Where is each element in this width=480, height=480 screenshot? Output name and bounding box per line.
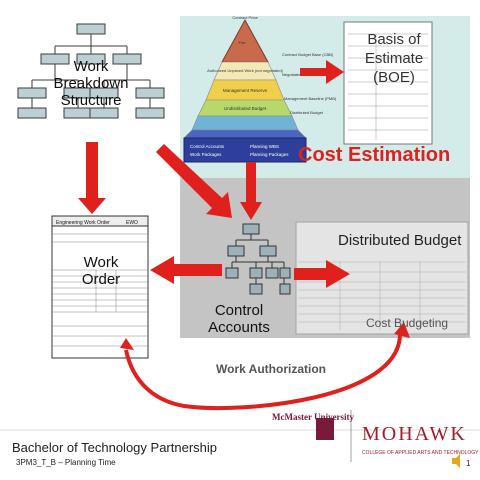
pyramid-tier-label: Planning Packages <box>250 152 289 157</box>
wbs-label: Work Breakdown Structure <box>53 58 129 109</box>
arrow-wbs-to-work-order <box>78 142 106 214</box>
boe-label: Basis of Estimate (BOE) <box>364 31 424 86</box>
arrow-pyramid-to-control-accounts <box>240 162 262 220</box>
flow-arrows <box>78 60 410 411</box>
page-number: 1 <box>466 459 471 468</box>
wbs-org-chart <box>31 34 151 108</box>
mcmaster-crest-icon <box>316 418 334 440</box>
distributed-budget-label: Distributed Budget <box>338 232 462 249</box>
footer-course-code: 3PM3_T_B – Planning Time <box>16 458 116 467</box>
control-accounts-label: Control Accounts <box>208 302 270 336</box>
pyramid-tier-label: Distributed Budget <box>290 110 324 115</box>
arrow-work-authorization-head <box>120 338 134 350</box>
cost-budgeting-label: Cost Budgeting <box>366 316 449 330</box>
mohawk-subtitle: COLLEGE OF APPLIED ARTS AND TECHNOLOGY <box>362 450 479 456</box>
footer-program-title: Bachelor of Technology Partnership <box>12 440 217 455</box>
pyramid-tier-label: Authorized Unpriced Work (not negotiated… <box>207 68 283 73</box>
work-order-form-code: EWO <box>126 220 138 226</box>
work-order-form: Engineering Work Order EWO <box>51 215 149 359</box>
pyramid-tier-label: Management Baseline (PMB) <box>284 96 337 101</box>
arrow-work-authorization-tail <box>394 322 410 338</box>
arrow-wbs-to-control-accounts <box>156 144 232 218</box>
work-order-label: Work Order <box>81 254 121 288</box>
pyramid-tier-label: Undistributed Budget <box>224 106 267 111</box>
mohawk-logo: MOHAWK <box>362 423 467 445</box>
mcmaster-logo: McMaster University <box>272 412 355 422</box>
boe-document <box>343 21 433 145</box>
cost-estimation-label: Cost Estimation <box>298 144 451 166</box>
arrow-control-accounts-to-budget <box>294 260 350 288</box>
pyramid-tier-label: Contract Budget Base (CBB) <box>282 52 334 57</box>
pyramid-tier-label: Management Reserve <box>223 88 268 93</box>
work-authorization-label: Work Authorization <box>216 362 326 376</box>
pyramid-tier-label: Work Packages <box>190 152 222 157</box>
wbs-boxes <box>17 23 165 119</box>
arrow-boe-to-pyramid <box>300 60 344 84</box>
pyramid-tier-label: Control Accounts <box>190 144 225 149</box>
arrow-work-authorization <box>124 333 402 411</box>
pyramid-tier-label: Contract Price <box>232 15 258 20</box>
pyramid-tier-label: Planning WBS <box>250 144 279 149</box>
pyramid-tier-label: Fee <box>239 40 247 45</box>
control-accounts-chart <box>225 223 291 295</box>
work-order-form-title: Engineering Work Order <box>56 220 110 226</box>
arrow-control-accounts-to-work-order <box>150 256 222 284</box>
speaker-icon <box>452 454 460 468</box>
